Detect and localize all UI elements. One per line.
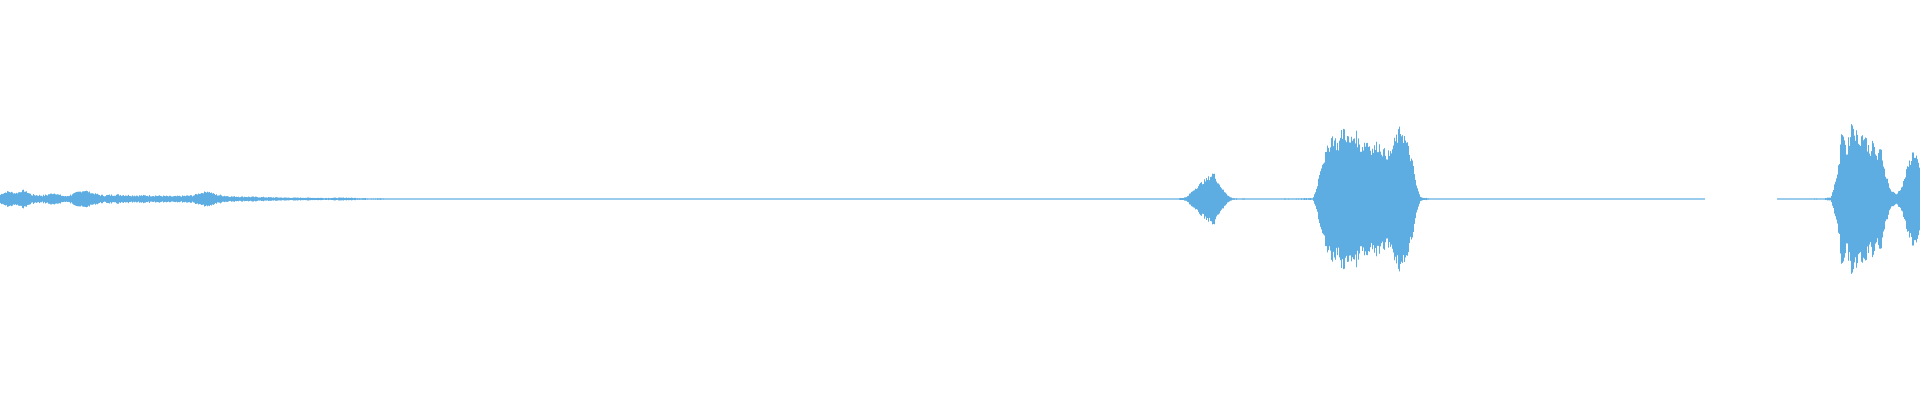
waveform-signal [0,124,1920,274]
